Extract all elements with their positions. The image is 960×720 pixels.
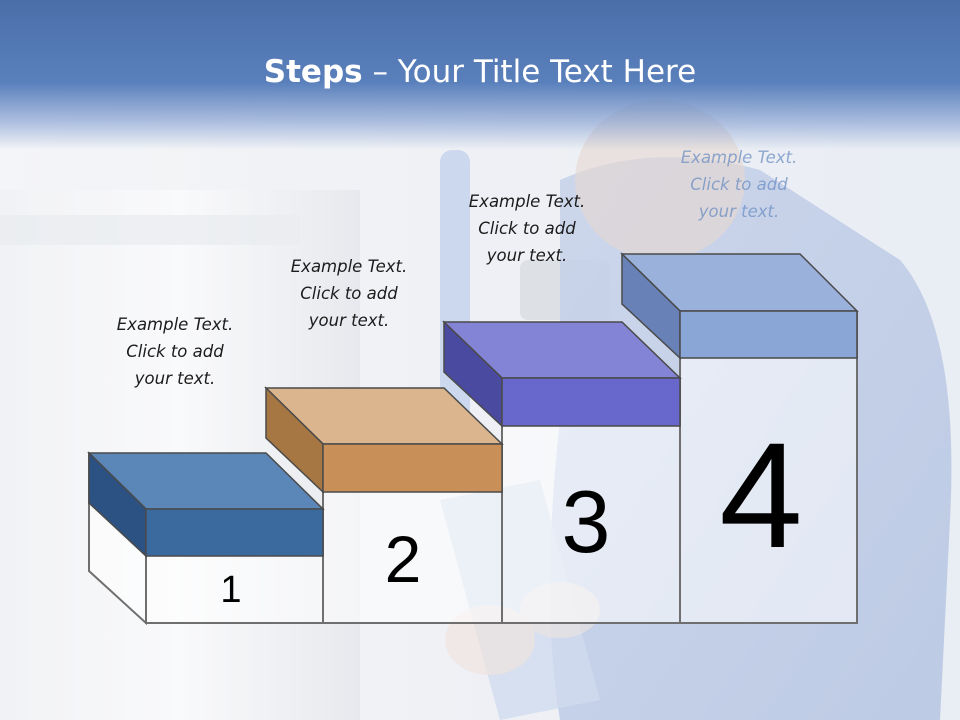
step-4-text[interactable]: Example Text. Click to add your text. xyxy=(664,144,814,225)
step-2-text[interactable]: Example Text. Click to add your text. xyxy=(274,253,424,334)
step-1-text[interactable]: Example Text. Click to add your text. xyxy=(100,311,250,392)
step-1-block[interactable] xyxy=(87,451,325,558)
step-3-number: 3 xyxy=(561,472,611,571)
slide-title[interactable]: Steps – Your Title Text Here xyxy=(0,54,960,90)
step-2-block[interactable] xyxy=(264,386,504,494)
step-1-text-line1: Example Text. xyxy=(116,315,234,334)
step-4-column xyxy=(679,311,858,624)
title-bold: Steps xyxy=(263,54,363,90)
step-1-text-line3: your text. xyxy=(134,369,216,388)
step-2-text-line2: Click to add xyxy=(300,284,398,303)
step-4-text-line2: Click to add xyxy=(690,175,788,194)
step-1-text-line2: Click to add xyxy=(126,342,224,361)
step-4-block[interactable] xyxy=(620,252,859,360)
step-2-text-line3: your text. xyxy=(308,311,390,330)
step-1-number: 1 xyxy=(220,569,242,611)
title-band xyxy=(0,0,960,150)
step-4-text-line3: your text. xyxy=(698,202,780,221)
step-3-block[interactable] xyxy=(442,320,682,428)
title-rest: – Your Title Text Here xyxy=(362,54,697,90)
step-3-text-line1: Example Text. xyxy=(468,192,586,211)
step-4-number: 4 xyxy=(719,411,803,579)
step-4-text-line1: Example Text. xyxy=(680,148,798,167)
step-2-text-line1: Example Text. xyxy=(290,257,408,276)
step-3-text-line3: your text. xyxy=(486,246,568,265)
step-3-text[interactable]: Example Text. Click to add your text. xyxy=(452,188,602,269)
step-2-number: 2 xyxy=(384,522,422,596)
step-3-text-line2: Click to add xyxy=(478,219,576,238)
